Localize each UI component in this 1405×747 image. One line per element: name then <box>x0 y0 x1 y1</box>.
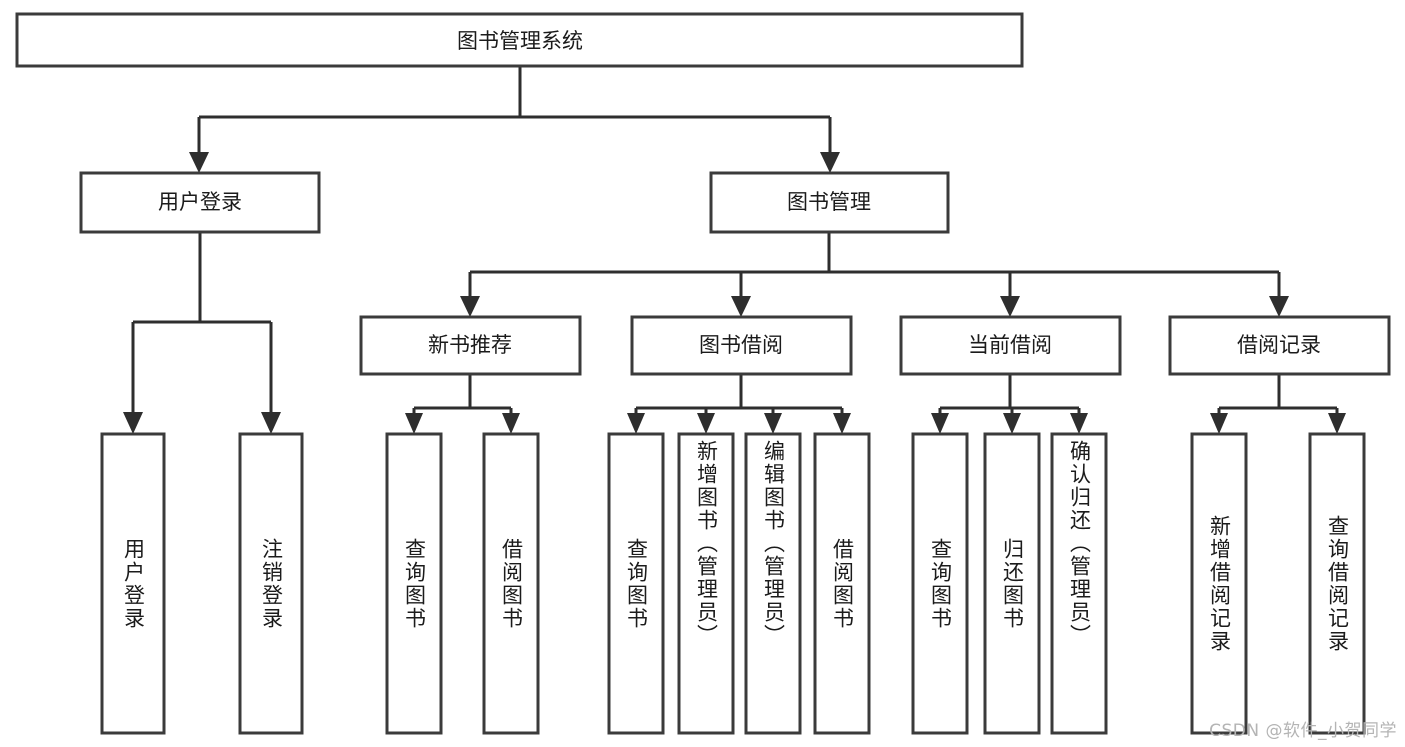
node-box-book-borrow[interactable] <box>630 315 853 376</box>
node-box-leaf-query-record[interactable] <box>1308 432 1366 735</box>
node-label-current-borrow: 当前借阅 <box>968 333 1052 357</box>
arrow-head-leaf-add-book <box>697 413 715 434</box>
arrow-head-leaf-user-logout <box>261 412 281 434</box>
connector-layer <box>123 66 1346 434</box>
arrow-head-new-book-recommend <box>460 296 480 317</box>
arrow-head-leaf-query-book-1 <box>405 413 423 434</box>
node-box-new-book-recommend[interactable] <box>359 315 582 376</box>
node-box-leaf-borrow-book-1[interactable] <box>482 432 540 735</box>
arrow-head-leaf-return-book <box>1003 413 1021 434</box>
node-box-book-manage[interactable] <box>709 171 950 234</box>
node-box-leaf-query-book-2[interactable] <box>607 432 665 735</box>
node-box-root[interactable] <box>15 12 1024 68</box>
node-box-borrow-record[interactable] <box>1168 315 1391 376</box>
node-box-leaf-query-book-3[interactable] <box>911 432 969 735</box>
arrow-head-current-borrow <box>1000 296 1020 317</box>
arrow-head-leaf-query-book-2 <box>627 413 645 434</box>
arrow-head-leaf-query-book-3 <box>931 413 949 434</box>
node-box-leaf-query-book-1[interactable] <box>385 432 443 735</box>
node-box-user-login[interactable] <box>79 171 321 234</box>
node-label-book-borrow: 图书借阅 <box>699 333 783 357</box>
arrow-head-book-manage <box>820 152 840 173</box>
node-label-user-login: 用户登录 <box>158 190 242 214</box>
node-layer: 图书管理系统 用户登录 图书管理 新书推荐 图书借阅 当前借阅 借阅记录 <box>15 12 1391 735</box>
arrow-head-leaf-edit-book <box>764 413 782 434</box>
node-box-leaf-user-logout[interactable] <box>238 432 304 735</box>
node-label-book-manage: 图书管理 <box>787 190 871 214</box>
node-label-borrow-record: 借阅记录 <box>1237 333 1321 357</box>
node-box-leaf-add-book-admin[interactable] <box>677 432 735 735</box>
node-box-leaf-add-record[interactable] <box>1190 432 1248 735</box>
node-box-leaf-borrow-book-2[interactable] <box>813 432 871 735</box>
node-box-current-borrow[interactable] <box>899 315 1122 376</box>
arrow-head-leaf-borrow-book-1 <box>502 413 520 434</box>
arrow-head-leaf-confirm-return <box>1070 413 1088 434</box>
arrow-head-book-borrow <box>731 296 751 317</box>
node-box-leaf-user-login[interactable] <box>100 432 166 735</box>
node-label-root: 图书管理系统 <box>457 29 583 53</box>
arrow-head-leaf-add-record <box>1210 413 1228 434</box>
arrow-head-borrow-record <box>1269 296 1289 317</box>
watermark-text: CSDN @软件_小贺同学 <box>1209 721 1397 741</box>
node-box-leaf-return-book[interactable] <box>983 432 1041 735</box>
arrow-head-user-login <box>189 152 209 173</box>
node-box-leaf-confirm-return[interactable] <box>1050 432 1108 735</box>
node-label-new-book-recommend: 新书推荐 <box>428 333 512 357</box>
node-box-leaf-edit-book-admin[interactable] <box>744 432 802 735</box>
arrow-head-leaf-query-record <box>1328 413 1346 434</box>
arrow-head-leaf-borrow-book-2 <box>833 413 851 434</box>
arrow-head-leaf-user-login <box>123 412 143 434</box>
